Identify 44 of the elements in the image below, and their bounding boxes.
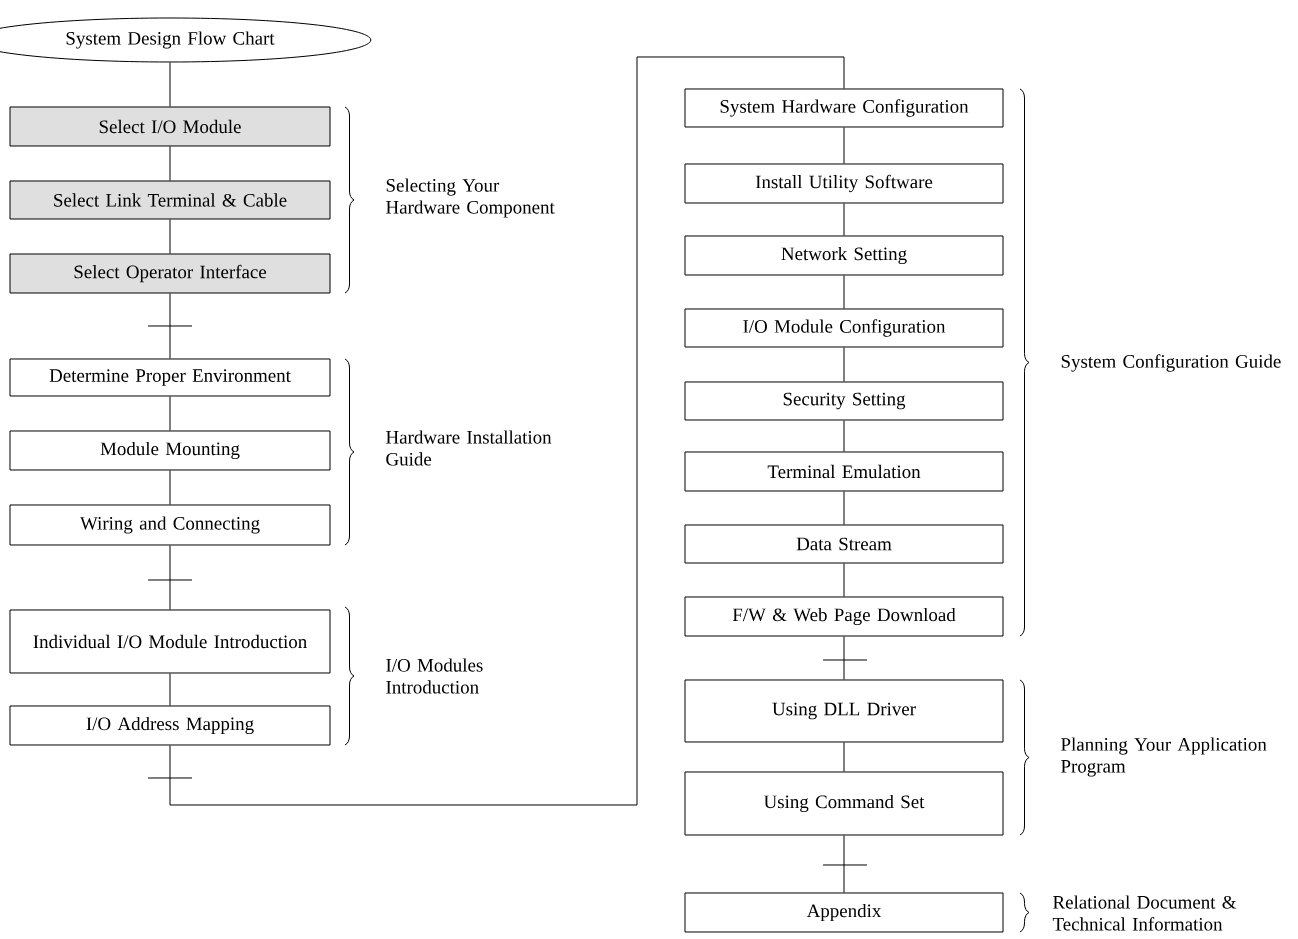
process-box: F/W & Web Page Download	[684, 596, 1004, 637]
process-box: Determine Proper Environment	[9, 358, 331, 397]
process-box: Network Setting	[684, 235, 1004, 276]
group-label: Planning Your Application Program	[1061, 737, 1267, 777]
connector-line	[843, 491, 845, 525]
connector-line	[169, 56, 845, 806]
group-label: I/O Modules Introduction	[386, 658, 483, 694]
group-label: Relational Document & Technical Information	[1052, 895, 1237, 931]
group-label: Selecting Your Hardware Component	[386, 178, 555, 218]
process-box: Select Link Terminal & Cable	[9, 180, 331, 220]
process-box: Security Setting	[684, 381, 1004, 421]
connector-line	[843, 420, 845, 452]
process-box: Individual I/O Module Introduction	[9, 609, 331, 674]
connector-line	[169, 673, 171, 706]
process-box: Wiring and Connecting	[9, 504, 331, 546]
group-label: System Configuration Guide	[1061, 354, 1281, 372]
connector-line	[169, 146, 171, 181]
connector-line	[843, 275, 845, 309]
connector-line	[169, 545, 171, 610]
connector-line	[843, 347, 845, 382]
connector-line	[843, 127, 845, 164]
connector-line	[843, 835, 845, 893]
process-box: System Hardware Configuration	[684, 88, 1004, 128]
process-box: I/O Address Mapping	[9, 705, 331, 746]
process-box: I/O Module Configuration	[684, 308, 1004, 348]
process-box: Install Utility Software	[684, 163, 1004, 204]
connector-line	[843, 203, 845, 236]
connector-line	[169, 396, 171, 431]
process-box: Appendix	[684, 892, 1004, 933]
group-label: Hardware Installation Guide	[386, 430, 552, 466]
connector-line	[169, 293, 171, 359]
process-box: Terminal Emulation	[684, 451, 1004, 492]
process-box: Select Operator Interface	[9, 253, 331, 294]
process-box: Select I/O Module	[9, 106, 331, 147]
connector-line	[169, 470, 171, 505]
connector-line	[843, 742, 845, 772]
process-box: Module Mounting	[9, 430, 331, 471]
connector-line	[843, 636, 845, 680]
connector-line	[169, 219, 171, 254]
process-box: Data Stream	[684, 524, 1004, 564]
process-box: Using DLL Driver	[684, 679, 1004, 743]
connector-line	[169, 62, 171, 107]
connector-line	[843, 563, 845, 597]
process-box: Using Command Set	[684, 771, 1004, 836]
